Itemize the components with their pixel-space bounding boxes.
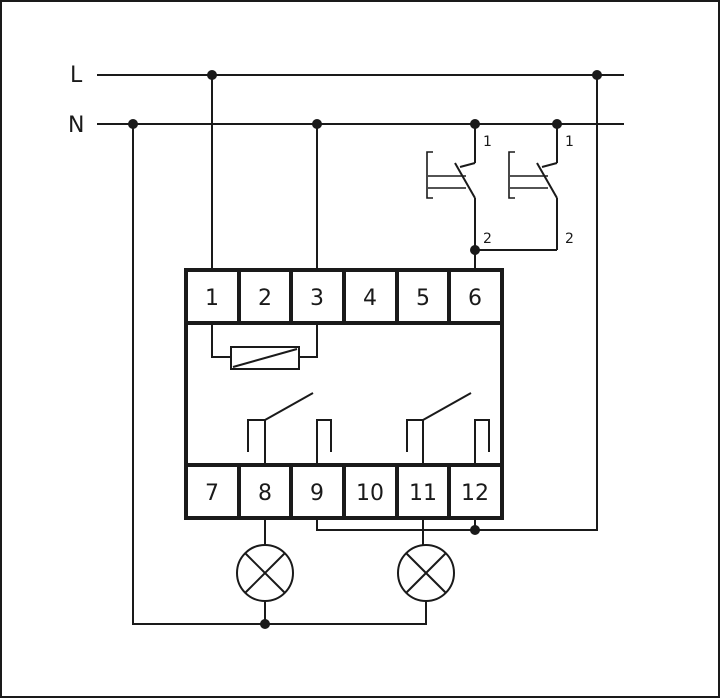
wire-lamps-to-N: [132, 124, 427, 625]
wire-common-to-L: [316, 75, 598, 531]
terminal-6: 6: [468, 286, 482, 311]
terminal-7: 7: [205, 481, 219, 506]
junction-lamps-return: [260, 619, 270, 629]
button-1-contact-2-label: 2: [483, 231, 492, 247]
push-button-2: 1 2: [508, 124, 574, 250]
line-label-N: N: [68, 113, 84, 138]
button-2-contact-2-label: 2: [565, 231, 574, 247]
lamp-1: [236, 544, 294, 602]
terminal-12: 12: [461, 481, 489, 506]
junction-common-terminal12: [470, 525, 480, 535]
button-1-contact-1-label: 1: [483, 134, 492, 150]
terminal-dividers: [237, 270, 451, 518]
line-label-L: L: [70, 63, 83, 88]
relay-coil: [211, 323, 318, 370]
terminal-2: 2: [258, 286, 272, 311]
terminal-5: 5: [416, 286, 430, 311]
button-2-contact-1-label: 1: [565, 134, 574, 150]
lamp-2: [397, 544, 455, 602]
terminal-3: 3: [310, 286, 324, 311]
terminal-11: 11: [409, 481, 437, 506]
terminal-1: 1: [205, 286, 219, 311]
relay-contact-2: [406, 392, 490, 465]
terminal-10: 10: [356, 481, 384, 506]
terminal-4: 4: [363, 286, 377, 311]
push-button-1: 1 2: [426, 124, 492, 250]
terminal-8: 8: [258, 481, 272, 506]
terminal-9: 9: [310, 481, 324, 506]
relay-contact-1: [247, 392, 332, 465]
